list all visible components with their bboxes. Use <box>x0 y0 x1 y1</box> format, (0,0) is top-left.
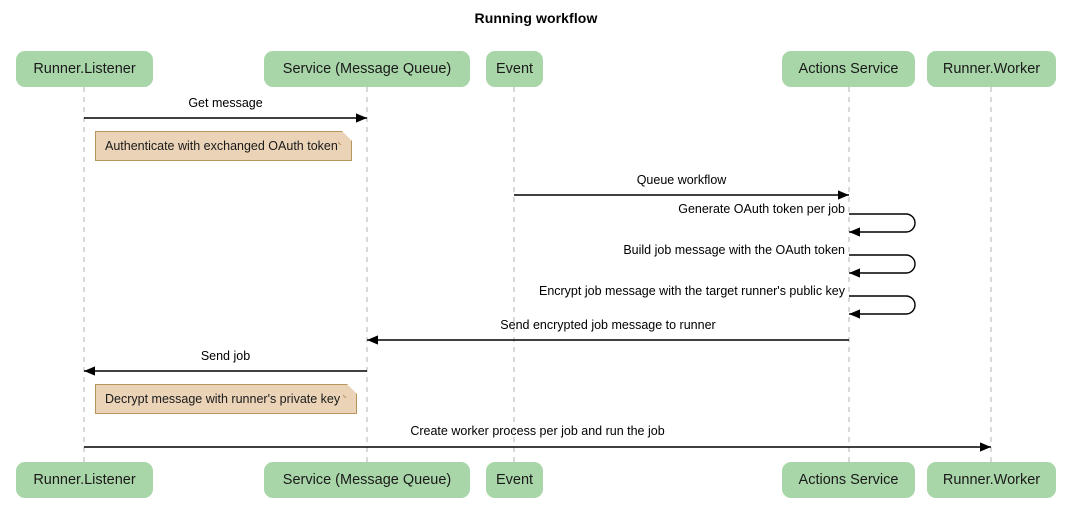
participant-top-runner-listener[interactable]: Runner.Listener <box>16 51 153 87</box>
note-authenticate: Authenticate with exchanged OAuth token <box>95 131 352 161</box>
message-queue-workflow <box>514 190 849 200</box>
self-loop-path <box>849 213 916 233</box>
arrowhead <box>367 335 378 345</box>
note-authenticate-text: Authenticate with exchanged OAuth token <box>105 139 338 153</box>
message-encrypt-job-message <box>849 295 916 319</box>
message-label-send-job: Send job <box>200 349 251 363</box>
participant-bottom-event[interactable]: Event <box>486 462 543 498</box>
participant-bottom-runner-worker[interactable]: Runner.Worker <box>927 462 1056 498</box>
participant-bottom-actions-service[interactable]: Actions Service <box>782 462 915 498</box>
arrowhead <box>84 366 95 376</box>
arrowhead <box>980 442 991 452</box>
note-decrypt-text: Decrypt message with runner's private ke… <box>105 392 341 406</box>
participant-bottom-service-mq[interactable]: Service (Message Queue) <box>264 462 470 498</box>
message-send-encrypted-job-message <box>367 335 849 345</box>
participant-top-event[interactable]: Event <box>486 51 543 87</box>
self-loop-path <box>849 295 916 315</box>
diagram-title: Running workflow <box>474 10 598 26</box>
arrowhead <box>849 268 860 278</box>
message-create-worker-process <box>84 442 991 452</box>
message-label-build-job-message: Build job message with the OAuth token <box>623 243 845 257</box>
note-fold-edge-icon <box>338 131 352 145</box>
arrowhead <box>849 227 860 237</box>
note-fold-edge-icon <box>343 384 357 398</box>
arrowhead <box>356 113 367 123</box>
participant-top-actions-service[interactable]: Actions Service <box>782 51 915 87</box>
message-label-create-worker-process: Create worker process per job and run th… <box>410 424 665 438</box>
arrowhead <box>838 190 849 200</box>
participant-top-runner-worker[interactable]: Runner.Worker <box>927 51 1056 87</box>
arrowhead <box>849 309 860 319</box>
message-send-job <box>84 366 367 376</box>
participant-bottom-runner-listener[interactable]: Runner.Listener <box>16 462 153 498</box>
self-loop-path <box>849 254 916 274</box>
message-label-get-message: Get message <box>188 96 263 110</box>
message-label-queue-workflow: Queue workflow <box>636 173 727 187</box>
participant-top-service-mq[interactable]: Service (Message Queue) <box>264 51 470 87</box>
note-decrypt: Decrypt message with runner's private ke… <box>95 384 357 414</box>
message-label-encrypt-job-message: Encrypt job message with the target runn… <box>538 284 845 298</box>
message-generate-oauth-token <box>849 213 916 237</box>
message-label-send-encrypted-job-message: Send encrypted job message to runner <box>500 318 716 332</box>
message-label-generate-oauth-token: Generate OAuth token per job <box>678 202 845 216</box>
message-build-job-message <box>849 254 916 278</box>
message-get-message <box>84 113 367 123</box>
